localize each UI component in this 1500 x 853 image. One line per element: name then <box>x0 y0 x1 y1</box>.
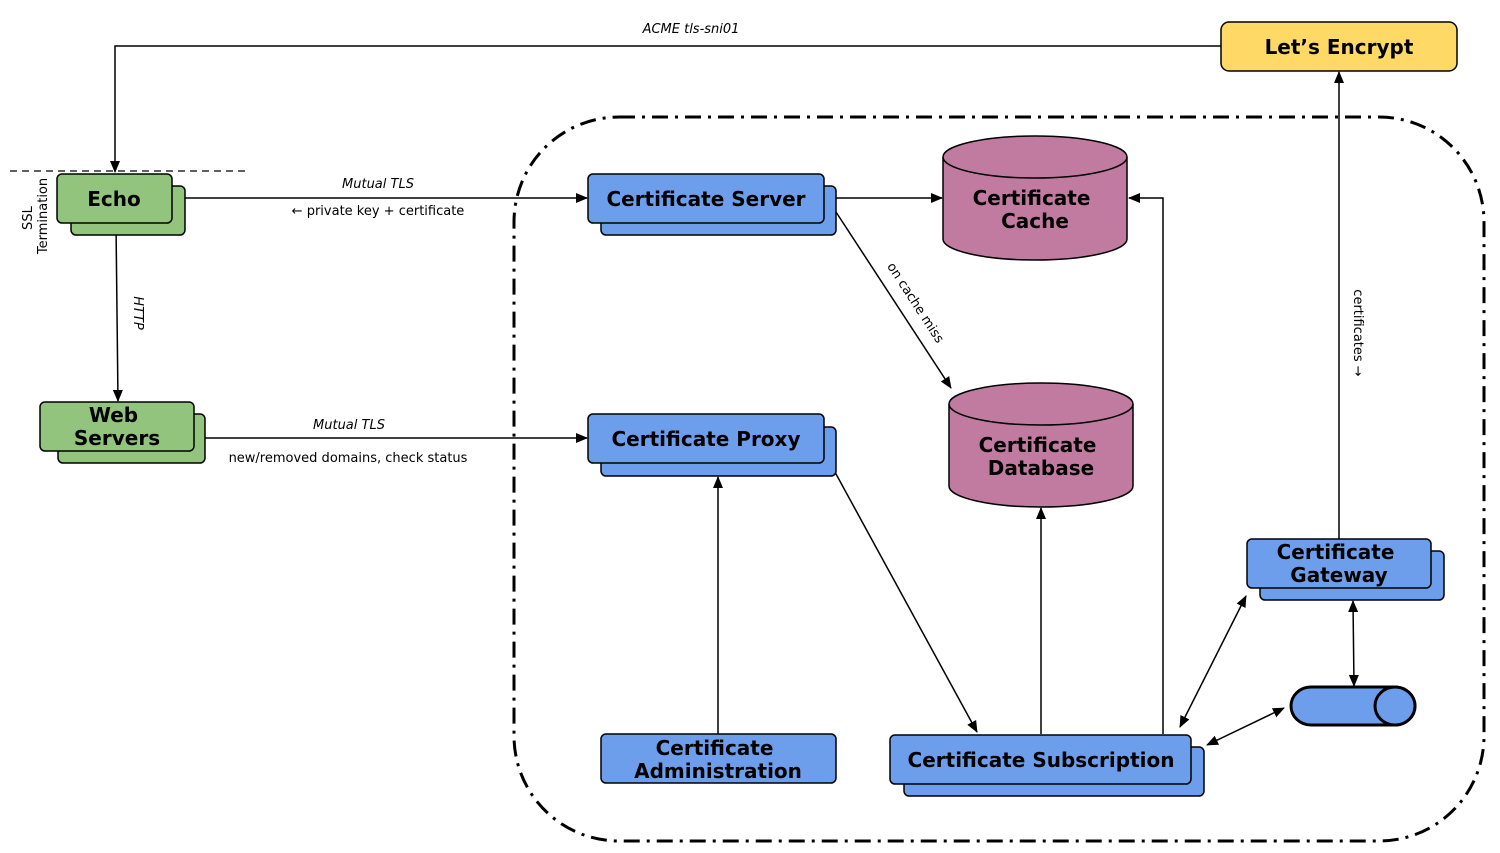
echo-node[interactable]: Echo <box>56 173 186 236</box>
edge-label-http: HTTP <box>130 296 145 330</box>
edge-label-mutual-tls-1: Mutual TLS <box>342 177 414 192</box>
edge-subscription-queue <box>1206 707 1285 746</box>
certificate-subscription-label: Certificate Subscription <box>908 748 1175 772</box>
certificate-database-label: Certificate Database <box>979 433 1104 480</box>
edge-server-database <box>835 211 952 389</box>
edge-acme <box>110 45 1221 173</box>
edge-proxy-subscription <box>823 451 978 733</box>
certificate-proxy-node[interactable]: Certificate Proxy <box>587 413 837 477</box>
echo-label: Echo <box>87 187 141 211</box>
certificate-administration-label: Certificate Administration <box>634 736 802 783</box>
certificate-server-label: Certificate Server <box>606 187 805 211</box>
edge-gateway-queue <box>1348 600 1359 687</box>
certificate-administration-node[interactable]: Certificate Administration <box>600 733 837 784</box>
edge-label-private-key: ← private key + certificate <box>292 204 465 219</box>
edge-label-acme: ACME tls-sni01 <box>642 22 740 37</box>
edge-subscription-cache <box>1128 193 1164 734</box>
edge-label-mutual-tls-2: Mutual TLS <box>313 418 385 433</box>
lets-encrypt-node[interactable]: Let’s Encrypt <box>1220 21 1458 72</box>
certificate-gateway-node[interactable]: Certificate Gateway <box>1246 538 1445 601</box>
certificate-gateway-label: Certificate Gateway <box>1277 540 1402 587</box>
edge-http <box>112 223 123 402</box>
lets-encrypt-label: Let’s Encrypt <box>1265 35 1414 59</box>
ssl-termination-label: SSL Termination <box>21 178 51 255</box>
edge-label-certificates: certificates → <box>1350 289 1365 377</box>
web-servers-node[interactable]: Web Servers <box>39 401 206 464</box>
certificate-cache-label: Certificate Cache <box>973 186 1098 233</box>
edge-subscription-gateway <box>1179 595 1247 728</box>
edge-label-new-removed: new/removed domains, check status <box>229 451 468 466</box>
certificate-subscription-node[interactable]: Certificate Subscription <box>889 734 1205 797</box>
message-queue-node[interactable] <box>1289 685 1417 727</box>
certificate-server-node[interactable]: Certificate Server <box>587 173 837 236</box>
system-boundary <box>512 115 1486 843</box>
web-servers-label: Web Servers <box>74 403 160 450</box>
certificate-cache-node[interactable]: Certificate Cache <box>942 135 1128 261</box>
certificate-proxy-label: Certificate Proxy <box>612 427 801 451</box>
certificate-database-node[interactable]: Certificate Database <box>948 382 1134 508</box>
